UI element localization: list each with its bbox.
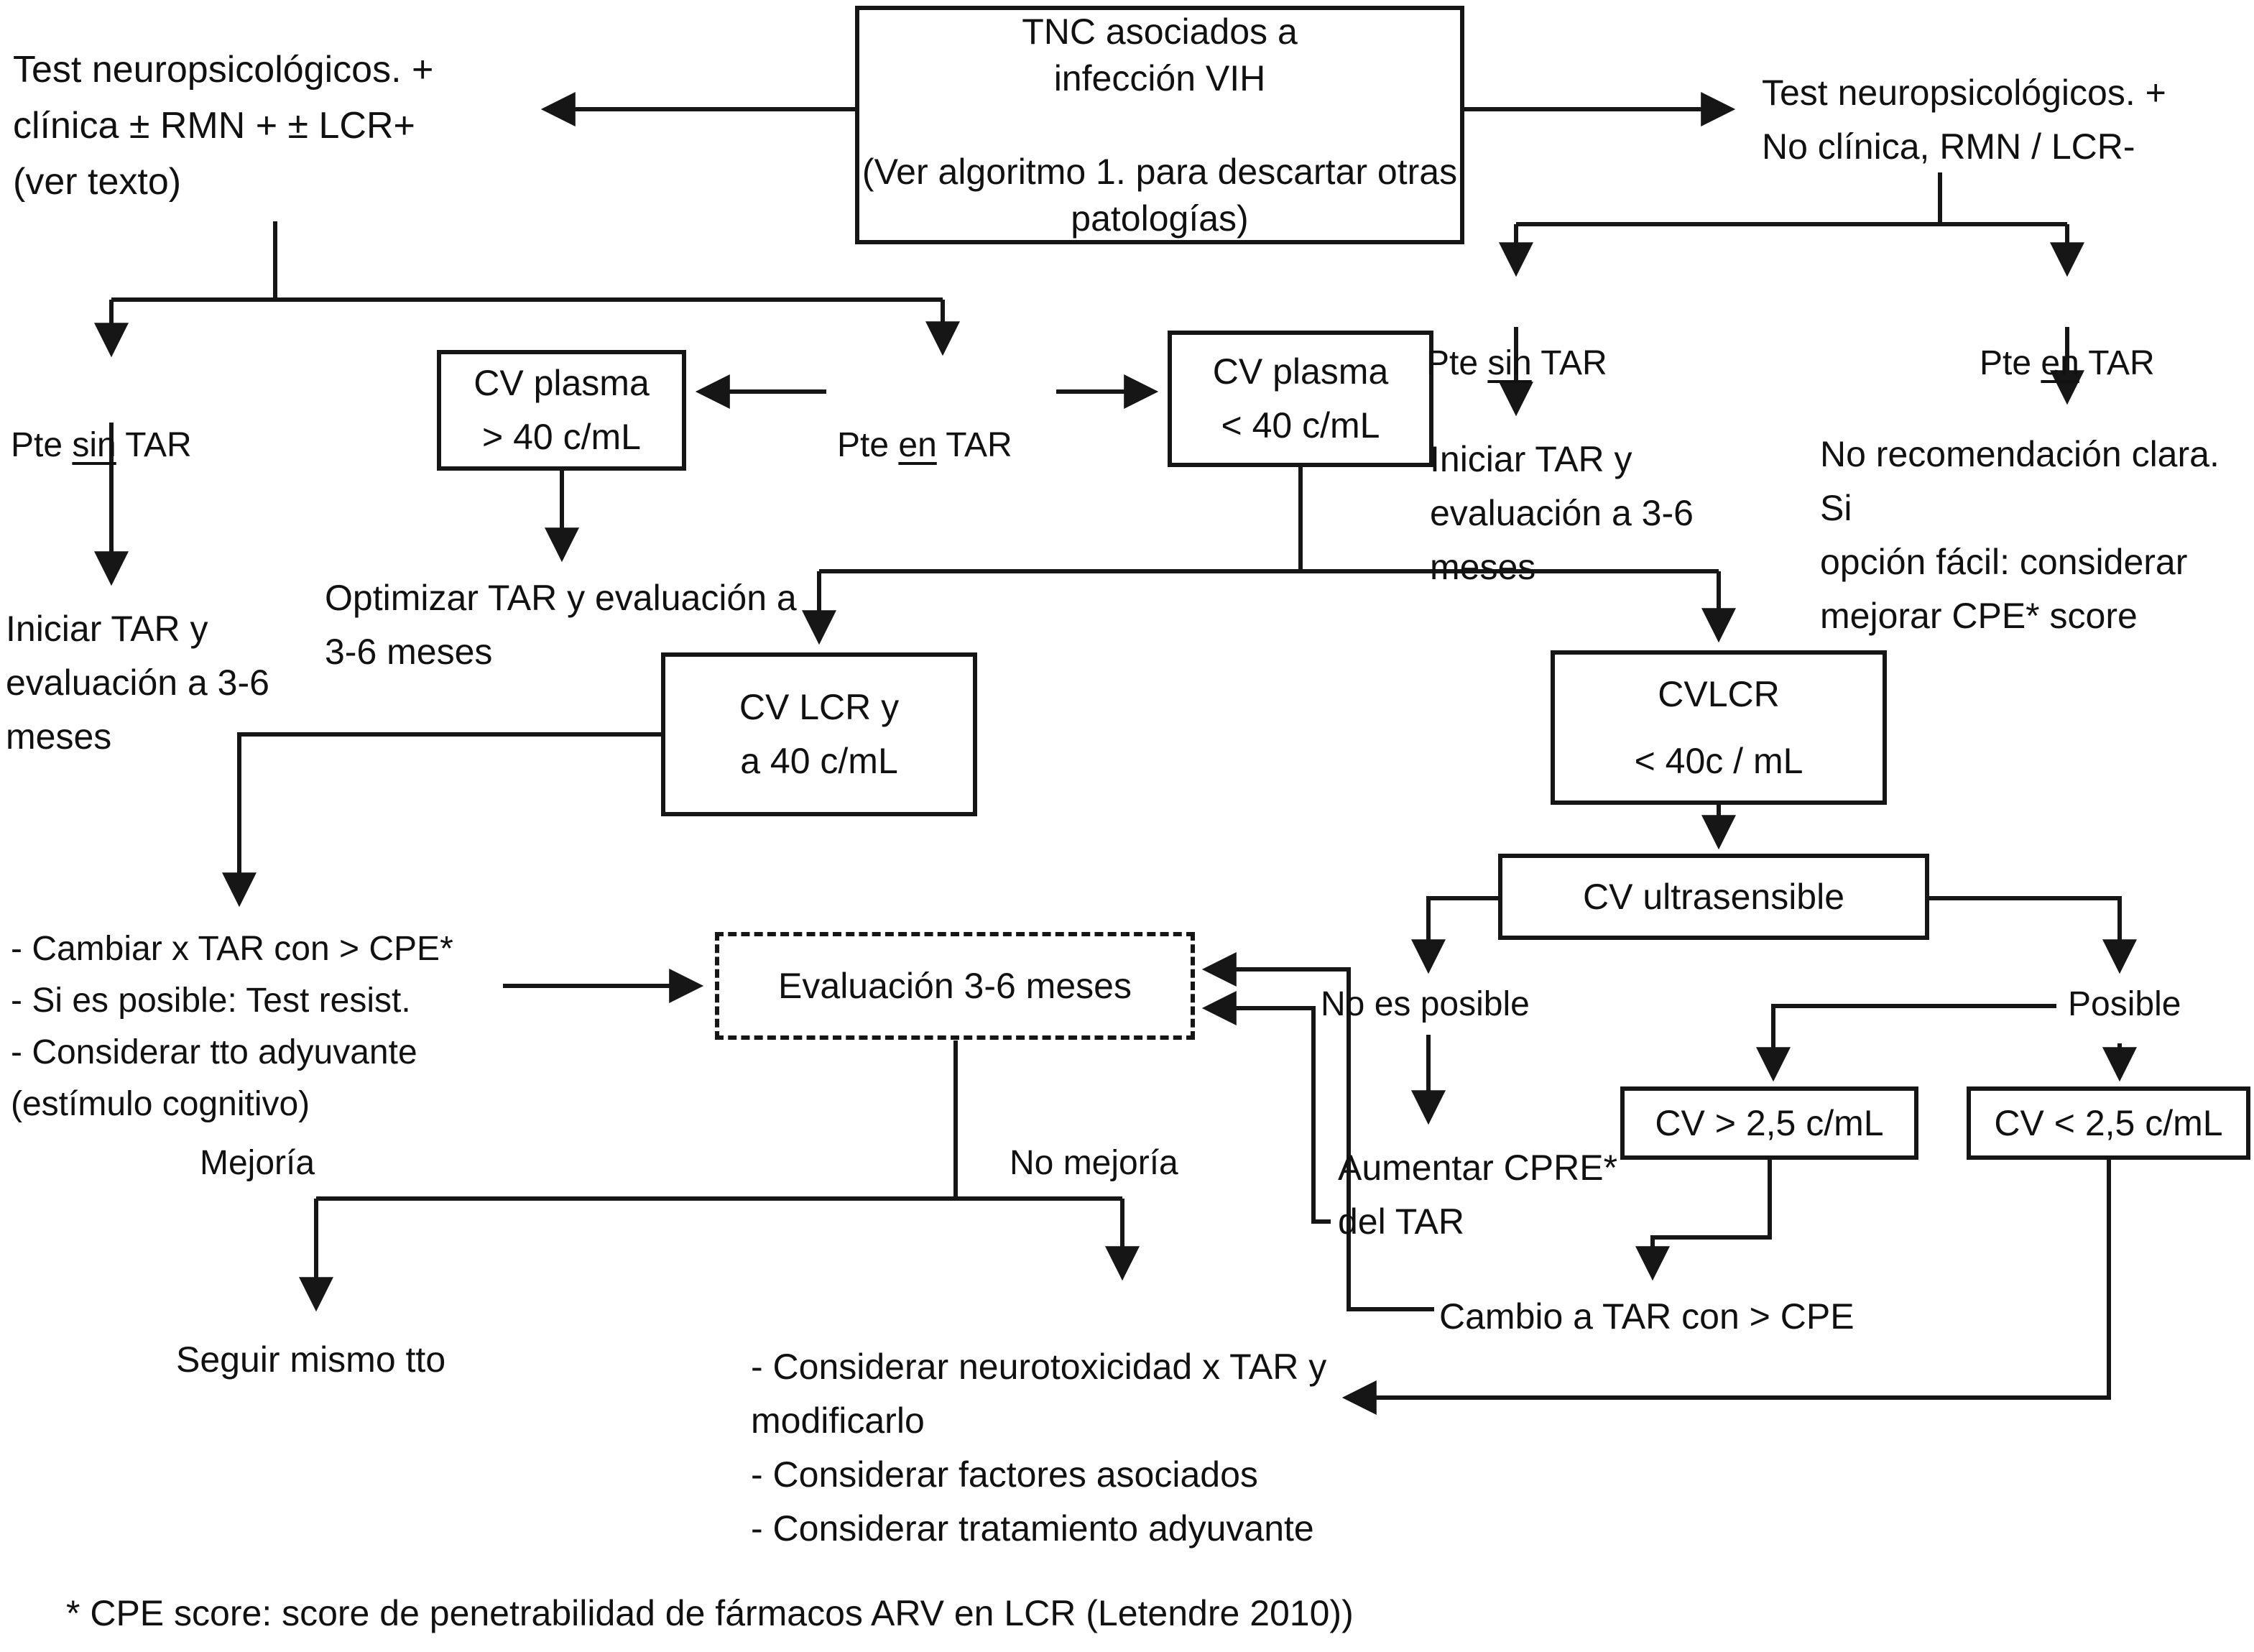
pte-en-tar-right-post: TAR xyxy=(2079,344,2155,382)
connector-ultrasensible-to-noposible xyxy=(1411,896,1498,974)
cv-ultrasensible-box: CV ultrasensible xyxy=(1498,854,1929,940)
cv-lcr-40-box: CV LCR y a 40 c/mL xyxy=(661,652,977,816)
optimizar-label: Optimizar TAR y evaluación a 3-6 meses xyxy=(325,578,797,672)
pte-sin-tar-left-post: TAR xyxy=(116,426,192,464)
connector-posible-to-cvgt25 xyxy=(1756,1004,2056,1082)
pte-en-tar-center-underline: en xyxy=(898,426,937,464)
pte-en-tar-right-pre: Pte xyxy=(1980,344,2041,382)
seguir-mismo-tto-label: Seguir mismo tto xyxy=(176,1339,446,1380)
aumentar-cpre-label: Aumentar CPRE* del TAR xyxy=(1338,1148,1618,1242)
pte-en-tar-right-label: Pte en TAR xyxy=(1980,286,2155,389)
evaluacion-box: Evaluación 3-6 meses xyxy=(715,932,1195,1040)
pte-en-tar-center-label: Pte en TAR xyxy=(837,368,1012,471)
pte-sin-tar-right-post: TAR xyxy=(1531,344,1607,382)
acciones-cambiar-label: - Cambiar x TAR con > CPE* - Si es posib… xyxy=(11,930,453,1123)
cv-gt25-box: CV > 2,5 c/mL xyxy=(1620,1086,1918,1160)
pte-sin-tar-right-label: Pte sin TAR xyxy=(1426,286,1607,389)
cv-plasma-lt40-box: CV plasma < 40 c/mL xyxy=(1168,331,1433,467)
no-mejoria-acciones-label: - Considerar neurotoxicidad x TAR y modi… xyxy=(751,1347,1327,1549)
iniciar-tar-left-label: Iniciar TAR y evaluación a 3-6 meses xyxy=(6,609,269,757)
no-mejoria-label: No mejoría xyxy=(1010,1144,1178,1182)
left-criteria-label: Test neuropsicológicos. + clínica ± RMN … xyxy=(13,49,434,203)
cv-plasma-gt40-box: CV plasma > 40 c/mL xyxy=(437,350,686,471)
root-box: TNC asociados a infección VIH (Ver algor… xyxy=(855,6,1464,244)
cv-lt25-box: CV < 2,5 c/mL xyxy=(1967,1086,2250,1160)
iniciar-tar-right-label: Iniciar TAR y evaluación a 3-6 meses xyxy=(1430,439,1694,587)
pte-en-tar-center-post: TAR xyxy=(936,426,1012,464)
cambio-tar-label: Cambio a TAR con > CPE xyxy=(1439,1296,1855,1337)
no-recomendacion-label: No recomendación clara. Si opción fácil:… xyxy=(1820,434,2220,636)
posible-label: Posible xyxy=(2068,985,2181,1023)
right-criteria-label: Test neuropsicológicos. + No clínica, RM… xyxy=(1762,73,2166,167)
pte-sin-tar-right-underline: sin xyxy=(1487,344,1532,382)
connector-cvlt25-to-bottom-acciones xyxy=(1341,1160,2111,1415)
connector-aumentar-to-evaluacion xyxy=(1201,991,1331,1224)
pte-en-tar-center-pre: Pte xyxy=(837,426,899,464)
pte-sin-tar-left-label: Pte sin TAR xyxy=(11,368,192,471)
connector-ultrasensible-to-posible xyxy=(1929,896,2137,974)
connector-cambio-to-evaluacion xyxy=(1201,952,1434,1311)
pte-en-tar-right-underline: en xyxy=(2041,344,2079,382)
mejoria-label: Mejoría xyxy=(200,1144,315,1182)
no-es-posible-label: No es posible xyxy=(1321,985,1530,1023)
connector-cvgt25-to-cambio xyxy=(1635,1160,1772,1281)
connector-cvlcr40-to-acciones xyxy=(222,732,661,908)
cvlcr-lt40-box: CVLCR < 40c / mL xyxy=(1551,650,1887,805)
footnote-label: * CPE score: score de penetrabilidad de … xyxy=(66,1593,1354,1633)
pte-sin-tar-left-pre: Pte xyxy=(11,426,73,464)
pte-sin-tar-right-pre: Pte xyxy=(1426,344,1488,382)
pte-sin-tar-left-underline: sin xyxy=(72,426,116,464)
